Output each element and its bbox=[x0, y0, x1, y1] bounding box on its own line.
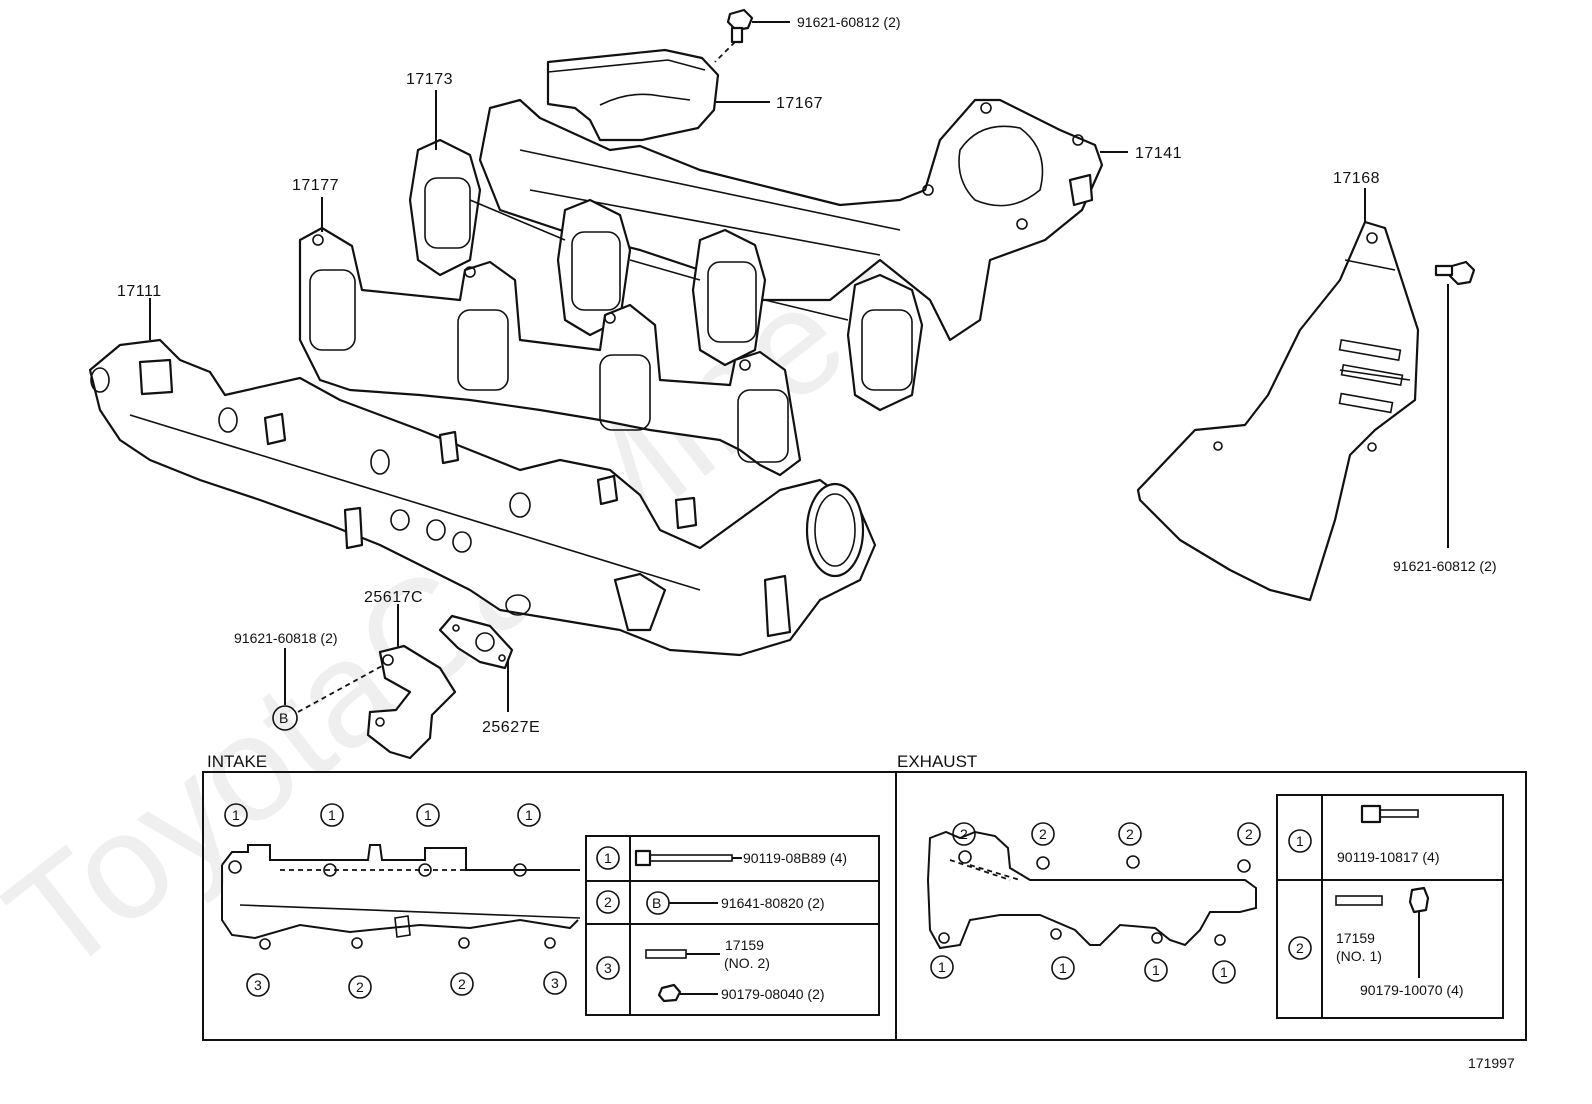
intake-legend: 1 90119-08B89 (4) 2 B 91641-80820 (2) 3 … bbox=[585, 835, 880, 1016]
svg-text:1: 1 bbox=[1059, 960, 1067, 976]
heat-insulator-17168 bbox=[1136, 220, 1420, 602]
svg-text:B: B bbox=[279, 710, 288, 726]
bolt-top bbox=[714, 8, 754, 63]
exhaust-title: EXHAUST bbox=[897, 752, 977, 771]
exhaust-top-labels: 2 2 2 2 bbox=[952, 822, 1261, 846]
svg-text:1: 1 bbox=[938, 959, 946, 975]
callout-17141: 17141 bbox=[1135, 145, 1182, 162]
svg-text:3: 3 bbox=[551, 975, 559, 991]
exhaust-bolt-layout bbox=[926, 830, 1257, 950]
heat-insulator-17167 bbox=[546, 48, 720, 142]
intake-title: INTAKE bbox=[207, 752, 267, 771]
svg-text:1: 1 bbox=[328, 807, 336, 823]
svg-text:2: 2 bbox=[604, 894, 612, 910]
intake-top-labels: 1 1 1 1 bbox=[224, 803, 541, 827]
svg-text:1: 1 bbox=[1220, 964, 1228, 980]
exhaust-legend-2-part-a: 17159 bbox=[1336, 930, 1375, 946]
callout-17168: 17168 bbox=[1333, 170, 1380, 187]
callout-17177: 17177 bbox=[292, 177, 339, 194]
exhaust-legend-1-part: 90119-10817 (4) bbox=[1337, 849, 1439, 865]
svg-text:1: 1 bbox=[604, 850, 612, 866]
callout-bolt-right: 91621-60812 (2) bbox=[1393, 558, 1497, 574]
exhaust-legend: 1 90119-10817 (4) 2 17159 (NO. 1) 90179-… bbox=[1276, 794, 1504, 1019]
intake-bottom-labels: 3 2 2 3 bbox=[246, 971, 567, 999]
svg-text:1: 1 bbox=[1296, 833, 1304, 849]
intake-legend-3-part-a: 17159 bbox=[725, 937, 764, 953]
intake-legend-3-part-b: 90179-08040 (2) bbox=[721, 986, 825, 1002]
bolt-right bbox=[1434, 260, 1476, 286]
exhaust-bottom-labels: 1 1 1 1 bbox=[930, 955, 1236, 984]
svg-text:3: 3 bbox=[604, 960, 612, 976]
svg-text:3: 3 bbox=[254, 977, 262, 993]
svg-text:2: 2 bbox=[1296, 940, 1304, 956]
bracket-25617c bbox=[366, 644, 457, 760]
gasket-25627e bbox=[438, 614, 514, 670]
svg-text:1: 1 bbox=[525, 807, 533, 823]
callout-bolt-bracket: 91621-60818 (2) bbox=[234, 630, 338, 646]
marker-b: B bbox=[272, 705, 298, 731]
callout-17111: 17111 bbox=[117, 283, 162, 300]
intake-legend-1-part: 90119-08B89 (4) bbox=[743, 850, 847, 866]
svg-text:1: 1 bbox=[232, 807, 240, 823]
svg-text:1: 1 bbox=[424, 807, 432, 823]
callout-17173: 17173 bbox=[406, 71, 453, 88]
callout-25627e: 25627E bbox=[482, 719, 540, 736]
svg-text:2: 2 bbox=[458, 976, 466, 992]
gasket-17177 bbox=[298, 226, 802, 477]
svg-text:2: 2 bbox=[1039, 826, 1047, 842]
svg-text:2: 2 bbox=[1245, 826, 1253, 842]
intake-legend-2-part: 91641-80820 (2) bbox=[721, 895, 825, 911]
callout-bolt-top: 91621-60812 (2) bbox=[797, 14, 901, 30]
intake-bolt-layout bbox=[221, 844, 581, 950]
gasket-17173 bbox=[408, 138, 924, 412]
callout-25617c: 25617C bbox=[364, 589, 423, 606]
svg-text:(NO. 2): (NO. 2) bbox=[724, 955, 770, 971]
bolt-chart-frame bbox=[202, 771, 1527, 1041]
svg-text:2: 2 bbox=[960, 826, 968, 842]
diagram-number: 171997 bbox=[1468, 1055, 1515, 1071]
svg-text:B: B bbox=[652, 895, 661, 911]
svg-text:2: 2 bbox=[1126, 826, 1134, 842]
callout-17167: 17167 bbox=[776, 95, 823, 112]
intake-manifold-17111 bbox=[88, 338, 877, 657]
svg-text:2: 2 bbox=[356, 979, 364, 995]
exhaust-legend-2-part-b: 90179-10070 (4) bbox=[1360, 982, 1464, 998]
svg-text:1: 1 bbox=[1152, 962, 1160, 978]
svg-text:(NO. 1): (NO. 1) bbox=[1336, 948, 1382, 964]
